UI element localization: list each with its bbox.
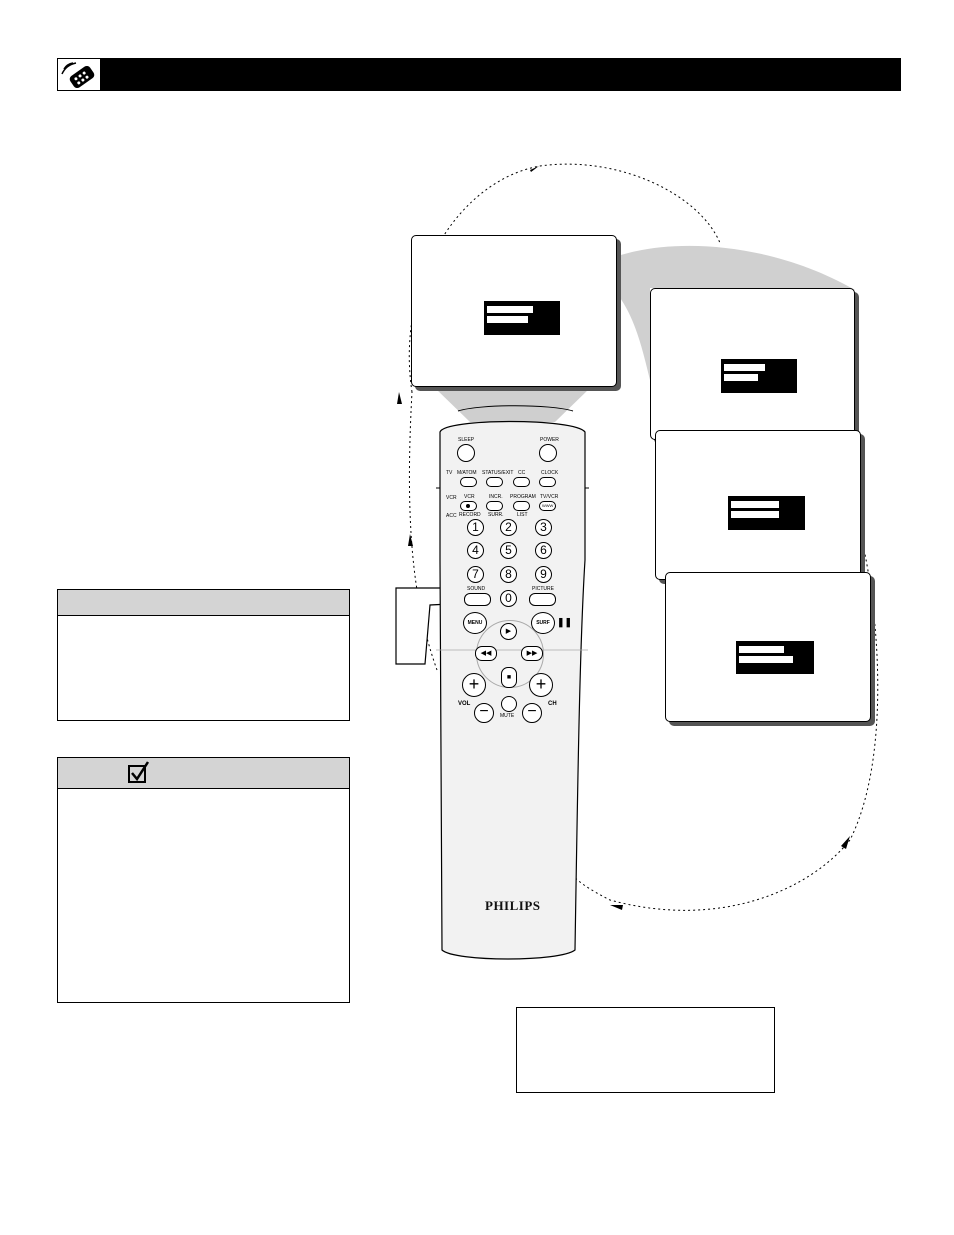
osd-bar — [731, 501, 802, 508]
row1-label-4: CLOCK — [541, 470, 559, 476]
digit-button-3[interactable]: 3 — [535, 519, 552, 536]
tv-screen-3 — [655, 430, 861, 580]
header-bar — [57, 58, 901, 91]
tip-box-header — [58, 590, 349, 616]
digit-button-7[interactable]: 7 — [467, 566, 484, 583]
row2-button-3[interactable] — [513, 501, 530, 511]
osd-bar — [739, 646, 811, 653]
tv-screen-4 — [665, 572, 871, 722]
row1-label-2: STATUS/EXIT — [482, 470, 514, 476]
checkbox-check-icon — [128, 761, 150, 789]
remote-control: SLEEP POWER TV VCR ACC M/ATOM STATUS/EXI… — [440, 420, 586, 960]
beam-swoosh — [588, 245, 855, 380]
power-label: POWER — [540, 437, 559, 443]
volume-up-button[interactable]: + — [462, 673, 486, 697]
digit-button-9[interactable]: 9 — [535, 566, 552, 583]
osd-bar — [731, 511, 802, 518]
bottom-box — [516, 1007, 775, 1093]
digit-button-2[interactable]: 2 — [500, 519, 517, 536]
osd-bar — [724, 374, 794, 381]
digit-button-8[interactable]: 8 — [500, 566, 517, 583]
row1-label-3: CC — [518, 470, 526, 476]
mute-label: MUTE — [500, 713, 515, 719]
note-box-header — [58, 758, 349, 789]
row1-button-2[interactable] — [486, 477, 503, 487]
surf-button[interactable]: SURF — [531, 612, 555, 634]
channel-up-button[interactable]: + — [529, 673, 553, 697]
mode-label-vcr: VCR — [446, 495, 457, 501]
picture-label: PICTURE — [532, 586, 554, 592]
row1-button-3[interactable] — [513, 477, 530, 487]
digit-button-0[interactable]: 0 — [500, 590, 517, 607]
sound-button[interactable] — [464, 593, 491, 606]
sleep-label: SLEEP — [458, 437, 475, 443]
channel-down-button[interactable]: − — [522, 703, 542, 723]
mute-button[interactable] — [501, 696, 517, 712]
ch-label: CH — [548, 701, 557, 707]
osd-sound-menu — [721, 359, 797, 393]
fast-forward-button[interactable]: ▶▶ — [521, 646, 543, 661]
row2-button-2[interactable] — [486, 501, 503, 511]
row2-label-3: PROGRAM — [510, 494, 536, 500]
osd-bar — [487, 306, 557, 313]
vol-label: VOL — [458, 701, 471, 707]
row1-button-1[interactable] — [460, 477, 477, 487]
mode-label-acc: ACC — [446, 513, 457, 519]
rewind-button[interactable]: ◀◀ — [475, 646, 497, 661]
mode-label-tv: TV — [446, 470, 453, 476]
power-button[interactable] — [539, 444, 557, 462]
digit-button-6[interactable]: 6 — [535, 542, 552, 559]
volume-down-button[interactable]: − — [474, 703, 494, 723]
picture-button[interactable] — [529, 593, 556, 606]
osd-bar — [739, 656, 811, 663]
osd-bar — [724, 364, 794, 371]
row2-label-4: TV/VCR — [540, 494, 559, 500]
row2-sub-label-3: LIST — [517, 512, 528, 518]
play-button[interactable]: ▶ — [500, 623, 517, 640]
row2-sub-label-2: SURR. — [488, 512, 504, 518]
row2-sub-label-4: WWW — [542, 503, 554, 508]
osd-sound-menu — [484, 301, 560, 335]
osd-bar — [487, 316, 557, 323]
osd-sound-menu — [736, 641, 814, 674]
note-box — [57, 757, 350, 1003]
row1-label-1: M/ATOM — [457, 470, 477, 476]
beam-first-screen — [435, 388, 590, 422]
row2-sub-label-1: RECORD — [459, 512, 481, 518]
digit-button-4[interactable]: 4 — [467, 542, 484, 559]
tip-box — [57, 589, 350, 721]
digit-button-5[interactable]: 5 — [500, 542, 517, 559]
pause-icon: ❚❚ — [557, 617, 573, 627]
stop-button[interactable]: ■ — [501, 667, 517, 688]
brand-logo: PHILIPS — [485, 898, 541, 913]
tv-screen-2 — [650, 288, 855, 440]
row1-button-4[interactable] — [539, 477, 556, 487]
record-button[interactable] — [460, 501, 477, 511]
row2-button-4[interactable]: WWW — [539, 501, 556, 511]
sound-label: SOUND — [467, 586, 486, 592]
row2-label-2: INCR. — [489, 494, 503, 500]
tv-screen-1 — [411, 235, 617, 387]
menu-button[interactable]: MENU — [463, 612, 487, 634]
digit-button-1[interactable]: 1 — [467, 519, 484, 536]
sleep-button[interactable] — [457, 444, 475, 462]
row2-label-1: VCR — [464, 494, 475, 500]
remote-control-icon — [57, 58, 101, 91]
osd-sound-menu — [728, 496, 805, 530]
